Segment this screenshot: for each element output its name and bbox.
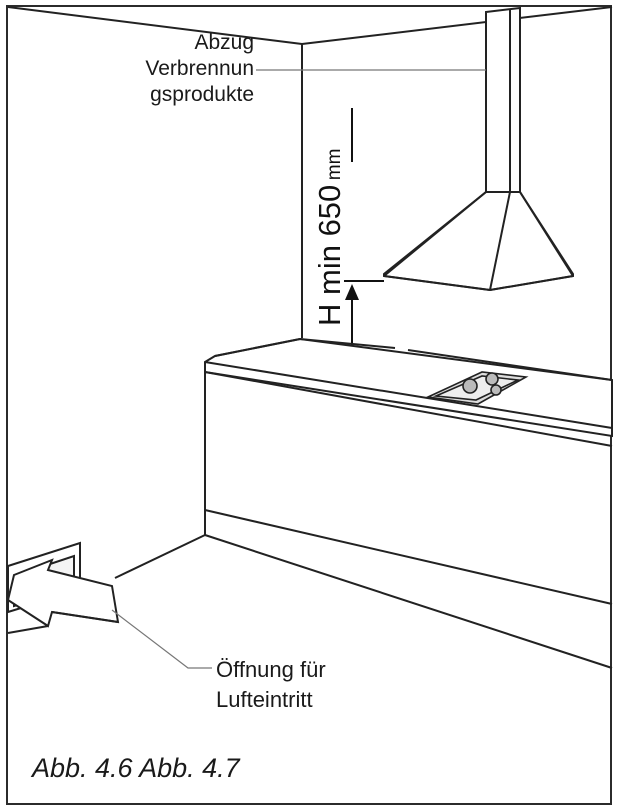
air-inlet-label-line1: Öffnung für [216, 657, 326, 682]
exhaust-label-line3: gsprodukte [150, 83, 254, 106]
height-label: H min 650 mm [312, 149, 348, 326]
exhaust-label-line1: Abzug [194, 31, 254, 54]
chimney-duct [485, 6, 521, 193]
air-inlet-label: Öffnung für Lufteintritt [216, 655, 326, 715]
exhaust-label-line2: Verbrennun [145, 57, 254, 80]
ceiling-left-edge [7, 6, 303, 45]
plinth-bottom-edge [204, 534, 613, 669]
kitchen-cabinet [204, 337, 613, 669]
floor-wall-edge [114, 534, 206, 579]
ceiling-right-edge [301, 6, 613, 45]
plinth-top-edge [204, 509, 613, 605]
arrow-up-icon [345, 284, 359, 300]
height-label-unit: mm [324, 148, 345, 181]
gas-hob-icon [425, 371, 529, 405]
height-label-value: H min 650 [312, 184, 347, 326]
exhaust-label: Abzug Verbrennun gsprodukte [145, 30, 254, 108]
height-dimension [344, 108, 384, 380]
air-inlet-label-line2: Lufteintritt [216, 687, 313, 712]
air-flow-arrow-icon [6, 558, 120, 634]
worktop-front-edge [204, 361, 613, 429]
figure-caption: Abb. 4.6 Abb. 4.7 [32, 753, 240, 783]
room-walls [7, 6, 613, 579]
extractor-hood [383, 191, 574, 292]
inlet-leader-line [111, 609, 212, 669]
worktop-lower-edge [204, 371, 613, 447]
